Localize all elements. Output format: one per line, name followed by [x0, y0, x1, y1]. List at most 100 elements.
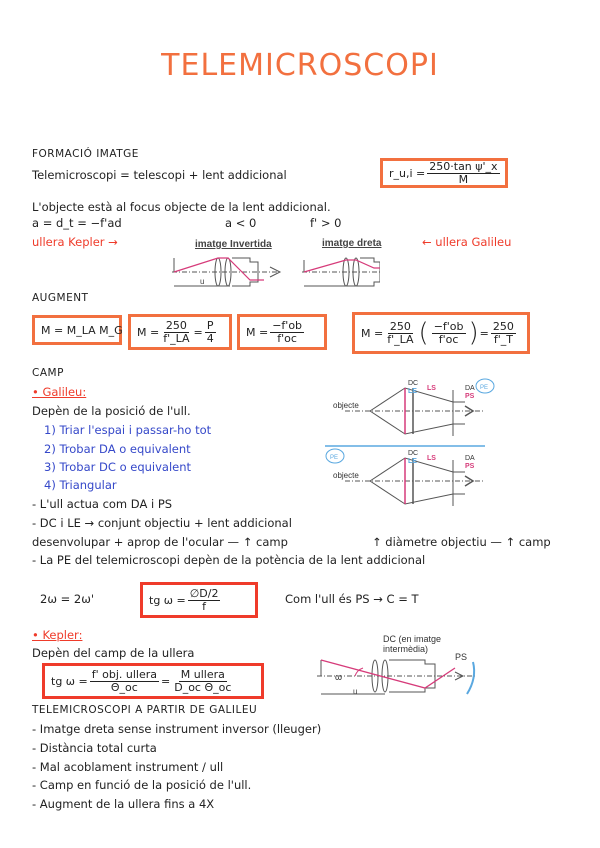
- pe-label: PE: [330, 455, 338, 461]
- formula-lhs: M =: [137, 325, 160, 339]
- galileu-subheading: • Galileu:: [32, 385, 87, 399]
- ps-label: PS: [465, 463, 475, 470]
- kepler-subheading: • Kepler:: [32, 628, 83, 642]
- fraction: f' obj. ullera Θ_oc: [89, 667, 159, 694]
- equals: =: [193, 325, 203, 339]
- da-label: DA: [465, 455, 475, 462]
- formula-box-kepler: tg ω = f' obj. ullera Θ_oc = M ullera D_…: [42, 663, 264, 699]
- formula-lhs: M =: [246, 325, 269, 339]
- fraction: 250 f'_LA: [161, 318, 191, 345]
- denominator: 4: [206, 331, 214, 345]
- equals: =: [479, 326, 489, 340]
- paren-close: ): [468, 318, 479, 348]
- numerator: f' obj. ullera: [89, 667, 159, 682]
- fraction: 250 f'_T: [490, 319, 516, 346]
- kepler-description: Depèn del camp de la ullera: [32, 646, 195, 660]
- section-heading-camp: CAMP: [32, 367, 64, 379]
- numerator: 250: [163, 318, 189, 333]
- formula-box-tgw: tg ω = ∅D/2 f: [140, 582, 258, 618]
- denominator: M: [458, 172, 469, 186]
- denominator: f'_T: [493, 332, 513, 346]
- page-title: TELEMICROSCOPI: [161, 48, 439, 83]
- formula-box-m-250: M = 250 f'_LA = P 4: [128, 314, 232, 350]
- ls-label: LS: [427, 385, 436, 392]
- ray-path: [320, 659, 456, 689]
- formula-box-m-total: M = 250 f'_LA ( −f'ob f'oc ) = 250 f'_T: [352, 312, 530, 354]
- equation-2w: 2ω = 2ω': [40, 592, 95, 606]
- denominator: D_oc Θ_oc: [174, 680, 232, 694]
- object-focus-line: L'objecte està al focus objecte de la le…: [32, 200, 331, 214]
- definition-line: Telemicroscopi = telescopi + lent addici…: [32, 168, 287, 182]
- numerator: M ullera: [178, 667, 227, 682]
- com-ull-text: Com l'ull és PS → C = T: [285, 592, 419, 606]
- section-heading-augment: AUGMENT: [32, 292, 89, 304]
- ps-label: PS: [465, 393, 475, 400]
- dc-label: DC (en imatge: [383, 634, 441, 644]
- denominator: f'_LA: [387, 332, 414, 346]
- omega-label: ω: [335, 672, 342, 682]
- equation-a-sign: a < 0: [225, 216, 257, 230]
- kepler-label: ullera Kepler →: [32, 235, 118, 249]
- ps-label: PS: [455, 652, 467, 662]
- step-item: 4) Triangular: [44, 478, 117, 492]
- bullet-item: - L'ull actua com DA i PS: [32, 497, 173, 511]
- equation-f-sign: f' > 0: [310, 216, 342, 230]
- list-item: - Camp en funció de la posició de l'ull.: [32, 778, 252, 792]
- list-item: - Mal acoblament instrument / ull: [32, 760, 224, 774]
- list-item: - Augment de la ullera fins a 4X: [32, 797, 215, 811]
- numerator: P: [204, 318, 216, 333]
- formula-box-m-product: M = M_LA M_G: [32, 315, 123, 345]
- paren-open: (: [418, 318, 429, 348]
- le-label: LE: [408, 458, 417, 465]
- formula-box-ru: r_u,i = 250·tan ψ'_x M: [380, 158, 508, 188]
- formula-lhs: tg ω =: [51, 674, 88, 688]
- equals: =: [161, 674, 171, 688]
- denominator: Θ_oc: [110, 680, 138, 694]
- formula-text: M = M_LA M_G: [41, 323, 123, 337]
- galileu-field-diagram: objecte objecte DC LE LS DA PS PE DC LE …: [325, 378, 495, 506]
- bullet-item: ↑ diàmetre objectiu — ↑ camp: [372, 535, 551, 549]
- formula-lhs: r_u,i =: [389, 166, 426, 180]
- fraction: −f'ob f'oc: [431, 319, 466, 346]
- galileu-description: Depèn de la posició de l'ull.: [32, 404, 191, 418]
- denominator: f'_LA: [163, 331, 190, 345]
- ray-path-inverted: [173, 257, 264, 281]
- dc-label: DC: [408, 380, 418, 387]
- fraction: P 4: [204, 318, 216, 345]
- denominator: f'oc: [438, 332, 459, 346]
- numerator: −f'ob: [270, 318, 305, 333]
- numerator: 250: [490, 319, 516, 334]
- numerator: −f'ob: [431, 319, 466, 334]
- diagram-title-inverted: imatge Invertida: [195, 239, 272, 250]
- denominator: f: [202, 599, 207, 613]
- numerator: ∅D/2: [187, 586, 221, 601]
- le-label: LE: [408, 388, 417, 395]
- u-label: u: [200, 277, 204, 286]
- bullet-item: - DC i LE → conjunt objectiu + lent addi…: [32, 516, 292, 530]
- fraction: ∅D/2 f: [187, 586, 221, 613]
- fraction: M ullera D_oc Θ_oc: [172, 667, 233, 694]
- list-item: - Imatge dreta sense instrument inversor…: [32, 722, 322, 736]
- formula-lhs: tg ω =: [149, 593, 186, 607]
- fraction: 250 f'_LA: [385, 320, 415, 346]
- dc-label: intermèdia): [383, 644, 428, 654]
- u-label: u: [353, 687, 357, 696]
- image-formation-diagram: u: [172, 257, 380, 287]
- list-item: - Distància total curta: [32, 741, 157, 755]
- ls-label: LS: [427, 455, 436, 462]
- bullet-item: desenvolupar + aprop de l'ocular — ↑ cam…: [32, 535, 288, 549]
- fraction: −f'ob f'oc: [270, 318, 305, 345]
- step-item: 3) Trobar DC o equivalent: [44, 460, 192, 474]
- section-heading-formacio: FORMACIÓ IMATGE: [32, 148, 139, 160]
- numerator: 250·tan ψ'_x: [427, 159, 500, 174]
- step-item: 2) Trobar DA o equivalent: [44, 442, 191, 456]
- kepler-field-diagram: DC (en imatge intermèdia) PS ω u: [317, 634, 476, 696]
- pe-label: PE: [480, 385, 488, 391]
- diagram-title-upright: imatge dreta: [322, 238, 382, 249]
- galileu-label: ← ullera Galileu: [422, 235, 512, 249]
- section-heading-galileu-tele: TELEMICROSCOPI A PARTIR DE GALILEU: [32, 704, 258, 716]
- formula-lhs: M =: [361, 326, 384, 340]
- objecte-label: objecte: [333, 471, 359, 480]
- formula-fraction: 250·tan ψ'_x M: [427, 159, 500, 186]
- da-label: DA: [465, 385, 475, 392]
